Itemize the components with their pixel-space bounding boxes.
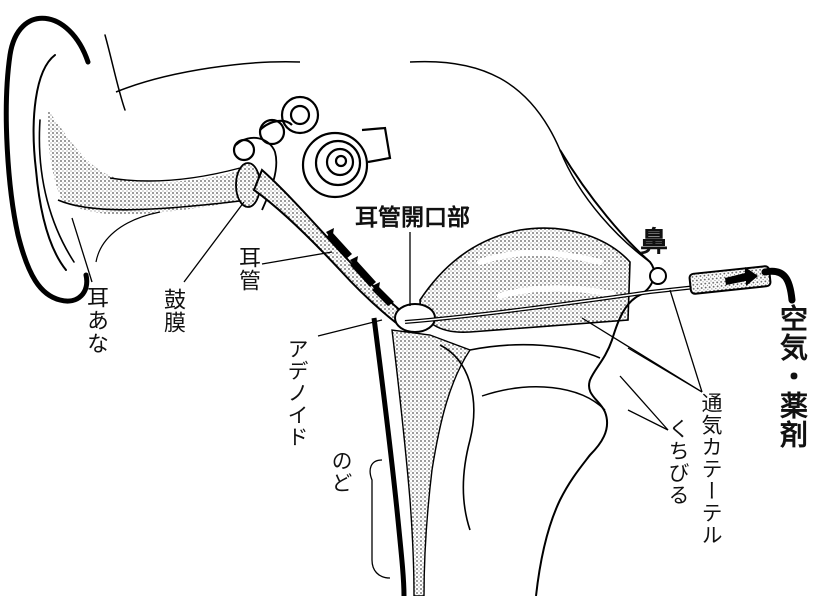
face-profile bbox=[535, 149, 656, 596]
catheter-shape bbox=[404, 265, 796, 324]
label-adenoid: アデノイド bbox=[285, 338, 309, 448]
outer-ear bbox=[3, 15, 126, 304]
label-throat: のど bbox=[329, 450, 353, 494]
label-tube-opening: 耳管開口部 bbox=[355, 205, 470, 231]
inner-ear bbox=[232, 95, 392, 199]
ear-canal bbox=[47, 110, 251, 215]
label-catheter: 通気カテーテル bbox=[699, 392, 723, 546]
label-ear-hole: 耳あな bbox=[83, 286, 108, 355]
label-lips: くちびる bbox=[666, 418, 690, 506]
airflow-arrows bbox=[326, 228, 394, 306]
label-eustachian-tube: 耳管 bbox=[235, 246, 260, 292]
leader-lines bbox=[71, 201, 703, 579]
label-eardrum: 鼓膜 bbox=[160, 288, 185, 334]
eustachian-tube-shape bbox=[252, 168, 404, 324]
label-nose: 鼻 bbox=[640, 225, 669, 258]
label-air-medicine: 空気・薬剤 bbox=[776, 304, 809, 449]
